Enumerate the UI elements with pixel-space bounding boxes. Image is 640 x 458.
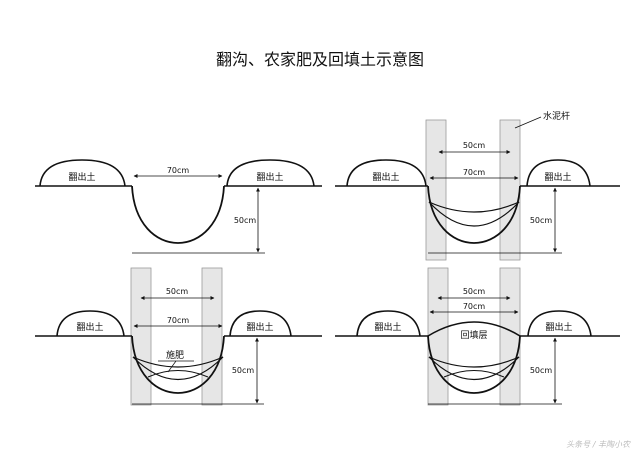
pole-gap-label: 50cm [166, 287, 189, 296]
fertilizer-layer [147, 370, 209, 378]
spoil-mound-left [356, 310, 421, 337]
spoil-mound-right [527, 310, 592, 337]
width-label: 70cm [463, 302, 486, 311]
backfill-label: 回填层 [460, 329, 487, 341]
fill-layer-lower [428, 201, 520, 227]
panel-poles: 翻出土 翻出土 50cm 70cm 50cm 水泥杆 [335, 110, 620, 261]
spoil-mound-left [56, 310, 125, 337]
depth-label: 50cm [234, 216, 257, 225]
fertilizer-label: 施肥 [166, 349, 184, 361]
depth-label: 50cm [232, 366, 255, 375]
fill-layer-upper [132, 356, 224, 368]
trench-outline [131, 185, 225, 244]
fertilizer-leader-line [167, 360, 177, 373]
pole-right [499, 119, 521, 261]
pole-gap-label: 50cm [463, 287, 486, 296]
spoil-label-left: 翻出土 [76, 321, 103, 333]
trench-outline [427, 185, 521, 244]
fertilizer-layer [443, 370, 505, 378]
spoil-label-right: 翻出土 [256, 171, 283, 183]
pole-right [499, 267, 521, 406]
diagram-title: 翻沟、农家肥及回填土示意图 [216, 50, 424, 69]
panel-backfill: 翻出土 翻出土 回填层 50cm 70cm 50cm [335, 267, 620, 406]
pole-left [130, 267, 152, 406]
width-label: 70cm [463, 168, 486, 177]
fill-layer-lower [132, 356, 224, 380]
fill-layer-upper [428, 201, 520, 213]
fill-layer-upper [428, 356, 520, 368]
width-label: 70cm [167, 316, 190, 325]
spoil-mound-left [39, 159, 126, 187]
spoil-mound-left [346, 159, 427, 187]
spoil-label-right: 翻出土 [544, 171, 571, 183]
pole-left [427, 267, 449, 406]
spoil-mound-right [229, 310, 292, 337]
spoil-label-left: 翻出土 [374, 321, 401, 333]
fill-layer-lower [428, 356, 520, 380]
spoil-label-left: 翻出土 [372, 171, 399, 183]
panel-trench: 翻出土 翻出土 70cm 50cm [35, 159, 322, 254]
spoil-label-left: 翻出土 [68, 171, 95, 183]
depth-label: 50cm [530, 366, 553, 375]
spoil-mound-right [226, 159, 315, 187]
pole-right [201, 267, 223, 406]
pole-gap-label: 50cm [463, 141, 486, 150]
spoil-label-right: 翻出土 [246, 321, 273, 333]
panel-fertilizer: 翻出土 翻出土 施肥 50cm 70cm 50cm [35, 267, 322, 406]
backfill-mound [427, 321, 521, 337]
watermark: 头条号 / 丰陶小农 [566, 440, 631, 449]
pole-label: 水泥杆 [543, 110, 570, 122]
width-label: 70cm [167, 166, 190, 175]
pole-leader-line [514, 116, 542, 129]
spoil-label-right: 翻出土 [545, 321, 572, 333]
depth-label: 50cm [530, 216, 553, 225]
spoil-mound-right [526, 159, 591, 187]
